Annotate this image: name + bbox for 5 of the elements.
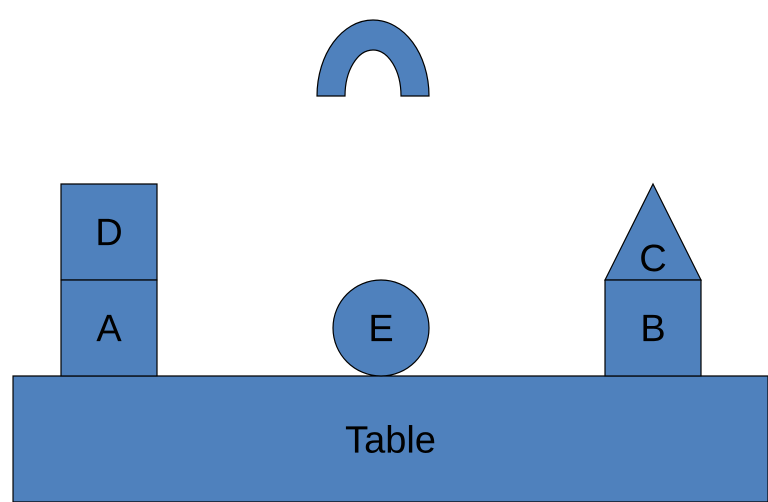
square-block: D xyxy=(60,183,158,281)
arch-block xyxy=(316,19,430,97)
square-block: A xyxy=(60,279,158,377)
square-block: B xyxy=(604,279,702,377)
ball-block: E xyxy=(332,279,430,377)
